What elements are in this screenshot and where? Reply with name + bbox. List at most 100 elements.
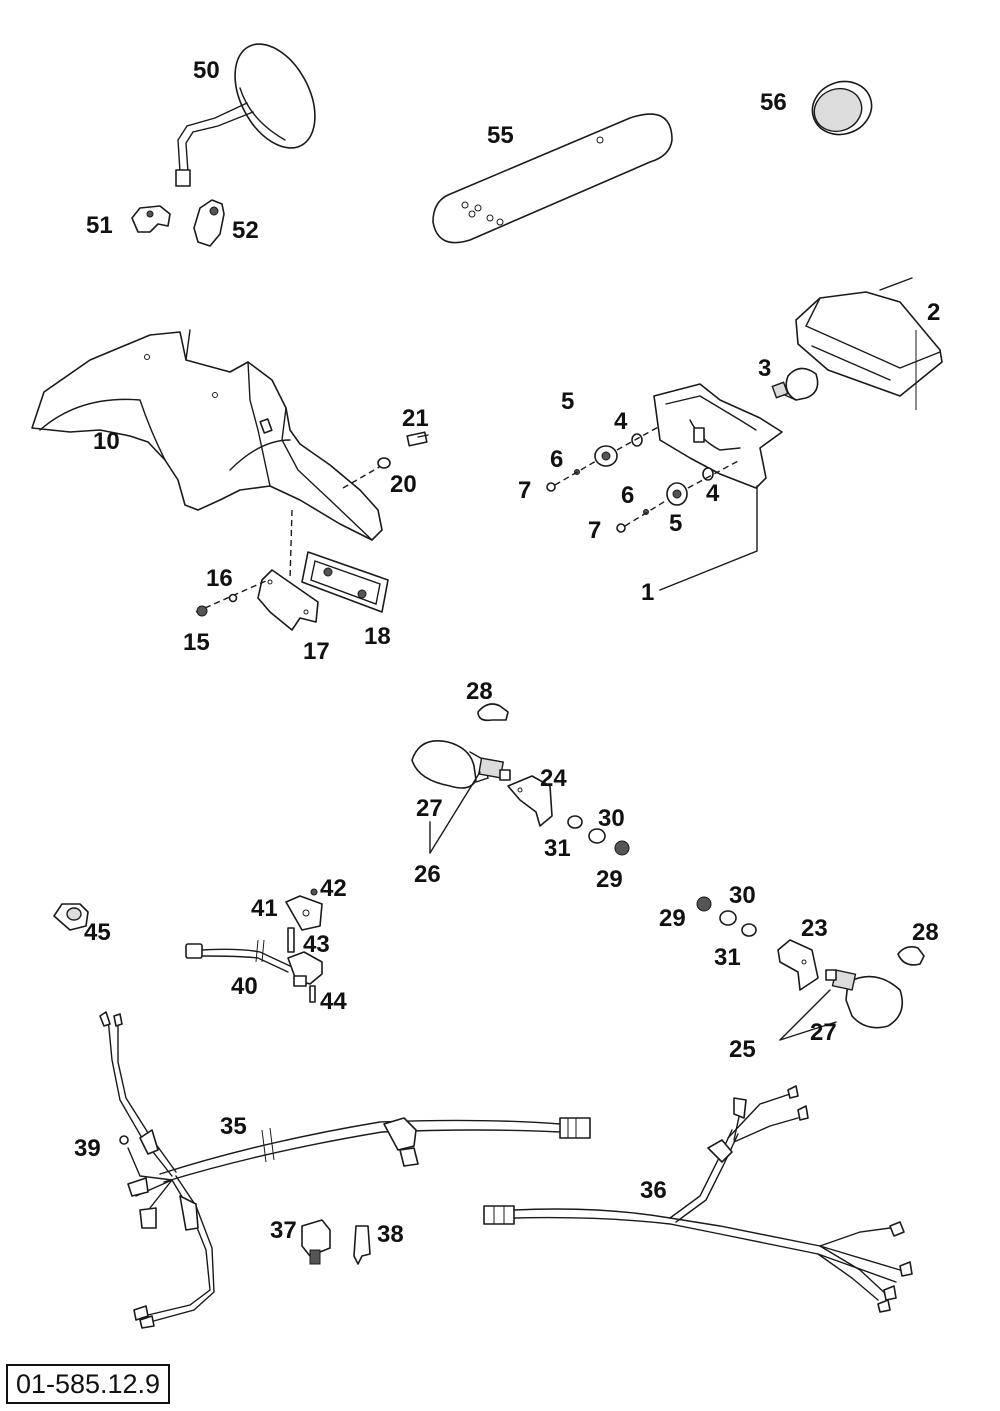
- screw-part-44: [309, 985, 316, 1003]
- washer-part-30-lower: [719, 910, 737, 926]
- nut-part-29-lower: [696, 896, 712, 912]
- callout-41: 41: [251, 895, 278, 922]
- clamp-part-52: [193, 199, 225, 247]
- leader-dashed: [616, 425, 661, 451]
- mirror-part-50: [175, 43, 316, 187]
- callout-52: 52: [232, 217, 259, 244]
- nut-part-15: [196, 605, 208, 617]
- callout-25: 25: [729, 1036, 756, 1063]
- callout-50: 50: [193, 57, 220, 84]
- callout-36: 36: [640, 1177, 667, 1204]
- callout-30-upper: 30: [598, 805, 625, 832]
- callout-20: 20: [390, 471, 417, 498]
- callout-35: 35: [220, 1113, 247, 1140]
- callout-4-lower: 4: [706, 480, 720, 507]
- leader-line: [779, 1021, 837, 1041]
- callout-38: 38: [377, 1221, 404, 1248]
- grommet-part-5-lower: [666, 482, 688, 506]
- tail-light-lens-part-2: [795, 277, 943, 397]
- callout-7-lower: 7: [588, 517, 601, 544]
- callout-23: 23: [801, 915, 828, 942]
- indicator-bracket-part-23: [777, 939, 819, 991]
- grommet-part-5-upper: [594, 445, 618, 467]
- callout-16: 16: [206, 565, 233, 592]
- screw-part-21: [406, 431, 429, 447]
- callout-30-lower: 30: [729, 882, 756, 909]
- indicator-bracket-part-24: [507, 775, 553, 827]
- switch-part-45: [53, 903, 89, 931]
- callout-42: 42: [320, 875, 347, 902]
- leader-dashed: [554, 460, 597, 486]
- leader-dashed: [624, 499, 668, 527]
- relay-part-37: [301, 1219, 331, 1265]
- callout-29-lower: 29: [659, 905, 686, 932]
- callout-44: 44: [320, 988, 347, 1015]
- wiring-harness-part-36: [483, 1085, 913, 1313]
- washer-part-20: [377, 457, 391, 469]
- callout-labels: 50 51 52 55 56 2 3 5 4 6 7 6 4 7 5 1 10 …: [74, 57, 940, 1248]
- washer-part-31-upper: [567, 815, 583, 829]
- callout-6-upper: 6: [550, 446, 563, 473]
- indicator-part-27-upper: [411, 740, 511, 789]
- screw-part-42: [310, 888, 318, 896]
- reflector-part-56: [811, 80, 873, 136]
- leader-line: [779, 989, 831, 1041]
- nut-part-7-lower: [616, 523, 626, 533]
- bulb-part-3: [771, 367, 819, 401]
- callout-10: 10: [93, 428, 120, 455]
- indicator-part-27-lower: [825, 969, 904, 1029]
- callout-45: 45: [84, 919, 111, 946]
- callout-40: 40: [231, 973, 258, 1000]
- callout-5-upper: 5: [561, 388, 574, 415]
- callout-29-upper: 29: [596, 866, 623, 893]
- callout-21: 21: [402, 405, 429, 432]
- wiring-harness-part-35: [99, 1011, 591, 1329]
- callout-4-upper: 4: [614, 408, 628, 435]
- callout-2: 2: [927, 299, 940, 326]
- leader-line: [429, 771, 481, 854]
- callout-28-upper: 28: [466, 678, 493, 705]
- license-light-part-18: [301, 551, 389, 613]
- spacer-part-4-upper: [631, 433, 643, 447]
- spacer-part-4-lower: [702, 467, 714, 481]
- callout-51: 51: [86, 212, 113, 239]
- screw-part-43: [287, 927, 295, 953]
- gasket-part-17: [257, 569, 319, 631]
- callout-1: 1: [641, 579, 654, 606]
- callout-28-lower: 28: [912, 919, 939, 946]
- callout-18: 18: [364, 623, 391, 650]
- callout-15: 15: [183, 629, 210, 656]
- rear-fender-part-10: [31, 329, 383, 541]
- callout-26: 26: [414, 861, 441, 888]
- callout-55: 55: [487, 122, 514, 149]
- callout-37: 37: [270, 1217, 297, 1244]
- leader-dashed: [195, 579, 269, 613]
- washer-part-16: [228, 593, 238, 603]
- callout-27-lower: 27: [810, 1019, 837, 1046]
- nut-part-7-upper: [546, 482, 556, 492]
- nut-part-29-upper: [614, 840, 630, 856]
- clamp-part-51: [131, 205, 171, 233]
- callout-31-lower: 31: [714, 944, 741, 971]
- leader-line-part-1: [659, 485, 758, 591]
- callout-39: 39: [74, 1135, 101, 1162]
- callout-43: 43: [303, 931, 330, 958]
- callout-27-upper: 27: [416, 795, 443, 822]
- leader-dashed: [342, 465, 382, 489]
- callout-6-lower: 6: [621, 482, 634, 509]
- number-plate-part-55: [432, 113, 673, 244]
- callout-17: 17: [303, 638, 330, 665]
- relay-bracket-part-38: [353, 1225, 371, 1265]
- callout-56: 56: [760, 89, 787, 116]
- sensor-cable-part-40: [185, 939, 323, 987]
- callout-7-upper: 7: [518, 477, 531, 504]
- washer-part-30-upper: [588, 828, 606, 844]
- callout-31-upper: 31: [544, 835, 571, 862]
- indicator-bulb-part-28-lower: [897, 946, 925, 966]
- callout-24: 24: [540, 765, 567, 792]
- leader-dashed: [289, 509, 293, 581]
- callout-5-lower: 5: [669, 510, 682, 537]
- callout-3: 3: [758, 355, 771, 382]
- indicator-bulb-part-28-upper: [477, 703, 509, 722]
